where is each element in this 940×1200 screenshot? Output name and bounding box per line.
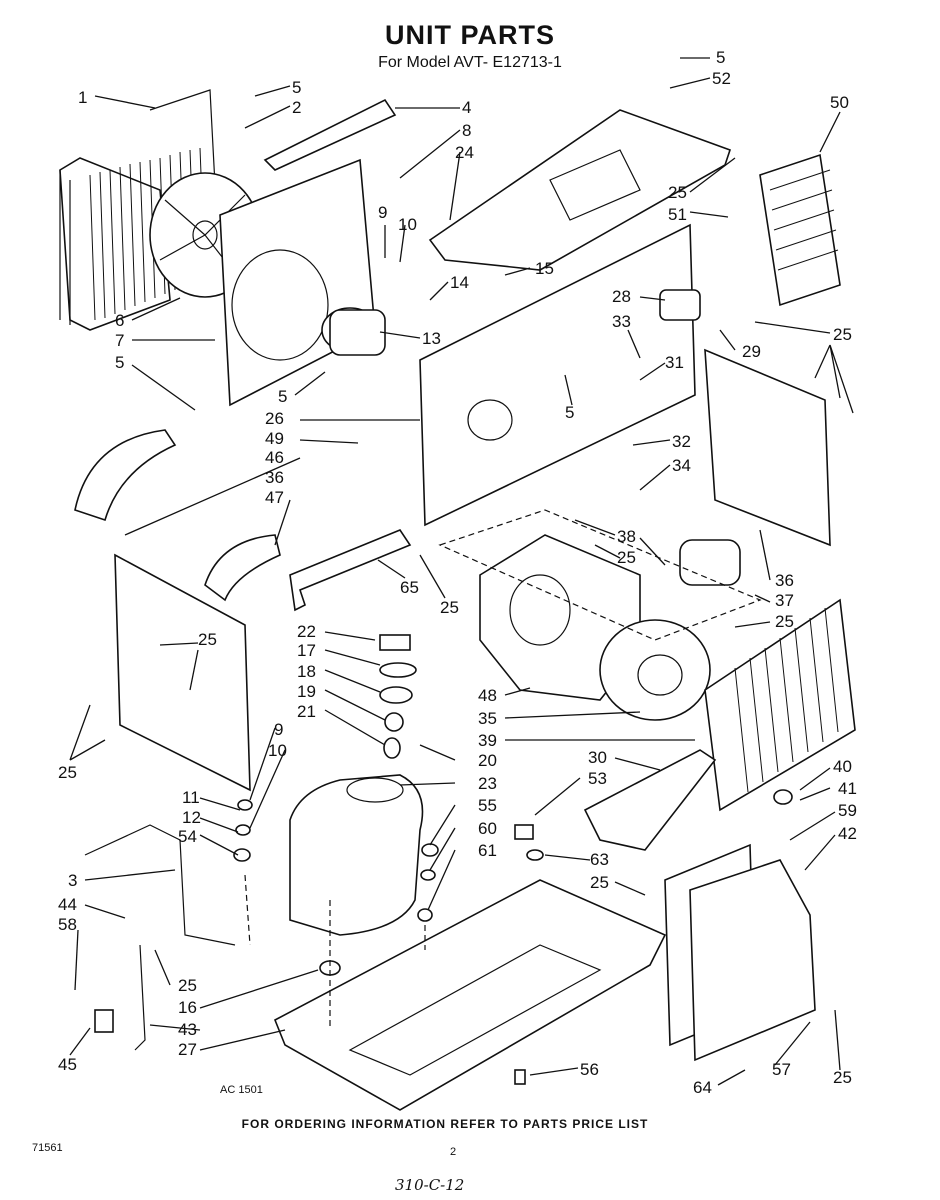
page-title: UNIT PARTS <box>385 20 555 50</box>
callout-3: 3 <box>68 871 77 890</box>
callout-27: 27 <box>178 1040 197 1059</box>
handwritten-note: 310-C-12 <box>395 1176 465 1194</box>
callout-6: 6 <box>115 311 124 330</box>
callout-25: 25 <box>833 325 852 344</box>
page-subtitle: For Model AVT- E12713-1 <box>378 54 562 71</box>
callout-5: 5 <box>716 48 725 67</box>
callout-48: 48 <box>478 686 497 705</box>
callout-38: 38 <box>617 527 636 546</box>
callout-54: 54 <box>178 827 197 846</box>
callout-23: 23 <box>478 774 497 793</box>
callout-25: 25 <box>178 976 197 995</box>
callout-51: 51 <box>668 205 687 224</box>
callout-5: 5 <box>278 387 287 406</box>
callout-56: 56 <box>580 1060 599 1079</box>
callout-5: 5 <box>292 78 301 97</box>
callout-25: 25 <box>198 630 217 649</box>
parts-illustration <box>59 89 856 1111</box>
callout-25: 25 <box>775 612 794 631</box>
callout-18: 18 <box>297 662 316 681</box>
callout-60: 60 <box>478 819 497 838</box>
callout-24: 24 <box>455 143 474 162</box>
callout-leader-lines <box>69 57 854 1086</box>
callout-55: 55 <box>478 796 497 815</box>
callout-52: 52 <box>712 69 731 88</box>
callout-35: 35 <box>478 709 497 728</box>
callout-37: 37 <box>775 591 794 610</box>
callout-64: 64 <box>693 1078 712 1097</box>
callout-10: 10 <box>268 741 287 760</box>
callout-13: 13 <box>422 329 441 348</box>
callout-25: 25 <box>590 873 609 892</box>
part-number-callouts: 1 5 2 4 8 24 5 52 50 25 51 9 10 15 14 28… <box>58 48 857 1097</box>
callout-16: 16 <box>178 998 197 1017</box>
callout-25: 25 <box>58 763 77 782</box>
callout-25: 25 <box>668 183 687 202</box>
callout-36: 36 <box>265 468 284 487</box>
callout-9: 9 <box>378 203 387 222</box>
callout-58: 58 <box>58 915 77 934</box>
callout-47: 47 <box>265 488 284 507</box>
ordering-note: FOR ORDERING INFORMATION REFER TO PARTS … <box>241 1117 649 1131</box>
callout-46: 46 <box>265 448 284 467</box>
callout-20: 20 <box>478 751 497 770</box>
callout-44: 44 <box>58 895 77 914</box>
callout-41: 41 <box>838 779 857 798</box>
callout-29: 29 <box>742 342 761 361</box>
callout-2: 2 <box>292 98 301 117</box>
callout-57: 57 <box>772 1060 791 1079</box>
callout-8: 8 <box>462 121 471 140</box>
callout-22: 22 <box>297 622 316 641</box>
callout-39: 39 <box>478 731 497 750</box>
callout-43: 43 <box>178 1020 197 1039</box>
callout-36: 36 <box>775 571 794 590</box>
callout-65: 65 <box>400 578 419 597</box>
callout-7: 7 <box>115 331 124 350</box>
callout-49: 49 <box>265 429 284 448</box>
callout-61: 61 <box>478 841 497 860</box>
callout-15: 15 <box>535 259 554 278</box>
callout-25: 25 <box>833 1068 852 1087</box>
callout-59: 59 <box>838 801 857 820</box>
document-number: 71561 <box>32 1142 63 1154</box>
callout-12: 12 <box>182 808 201 827</box>
callout-25: 25 <box>440 598 459 617</box>
drawing-code: AC 1501 <box>220 1084 263 1096</box>
callout-33: 33 <box>612 312 631 331</box>
callout-14: 14 <box>450 273 469 292</box>
callout-19: 19 <box>297 682 316 701</box>
callout-9: 9 <box>274 720 283 739</box>
callout-5: 5 <box>565 403 574 422</box>
callout-63: 63 <box>590 850 609 869</box>
callout-34: 34 <box>672 456 691 475</box>
callout-42: 42 <box>838 824 857 843</box>
callout-17: 17 <box>297 641 316 660</box>
callout-25: 25 <box>617 548 636 567</box>
callout-32: 32 <box>672 432 691 451</box>
page-number: 2 <box>450 1146 457 1158</box>
callout-45: 45 <box>58 1055 77 1074</box>
callout-10: 10 <box>398 215 417 234</box>
callout-31: 31 <box>665 353 684 372</box>
callout-50: 50 <box>830 93 849 112</box>
callout-4: 4 <box>462 98 471 117</box>
callout-21: 21 <box>297 702 316 721</box>
callout-1: 1 <box>78 88 87 107</box>
callout-40: 40 <box>833 757 852 776</box>
callout-53: 53 <box>588 769 607 788</box>
callout-5: 5 <box>115 353 124 372</box>
callout-11: 11 <box>182 788 200 807</box>
callout-28: 28 <box>612 287 631 306</box>
callout-26: 26 <box>265 409 284 428</box>
callout-30: 30 <box>588 748 607 767</box>
